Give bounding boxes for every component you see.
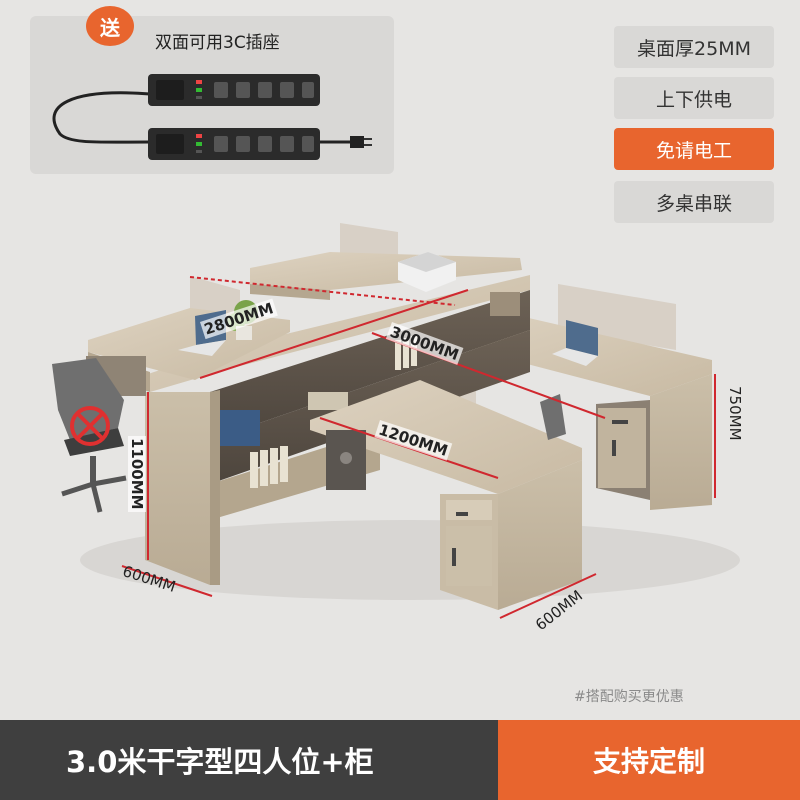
laptop-right — [552, 320, 598, 366]
right-chair — [540, 394, 566, 440]
bottom-bar: 3.0米干字型四人位+柜 支持定制 — [0, 720, 800, 800]
feature-tag-no-electrician: 免请电工 — [614, 128, 774, 170]
desk-illustration — [52, 223, 740, 619]
feature-tag-power: 上下供电 — [614, 77, 774, 119]
feature-tag-chain: 多桌串联 — [614, 181, 774, 223]
plug-icon — [350, 136, 372, 148]
printer — [398, 252, 456, 292]
feature-tag-thickness: 桌面厚25MM — [614, 26, 774, 68]
power-strip-illustration — [52, 74, 372, 160]
chair-excluded-icon — [70, 406, 110, 446]
bundle-note: #搭配购买更优惠 — [574, 689, 684, 705]
power-strip-top — [148, 74, 320, 106]
customize-button[interactable]: 支持定制 — [498, 720, 800, 800]
gift-text: 双面可用3C插座 — [155, 33, 280, 53]
dim-label-1100: 1100MM — [128, 436, 146, 512]
product-title: 3.0米干字型四人位+柜 — [0, 720, 498, 800]
power-cable — [52, 91, 151, 144]
front-desk — [310, 380, 582, 610]
gift-badge: 送 — [86, 6, 134, 46]
dim-label-750: 750MM — [726, 386, 744, 441]
power-strip-bottom — [148, 128, 320, 160]
